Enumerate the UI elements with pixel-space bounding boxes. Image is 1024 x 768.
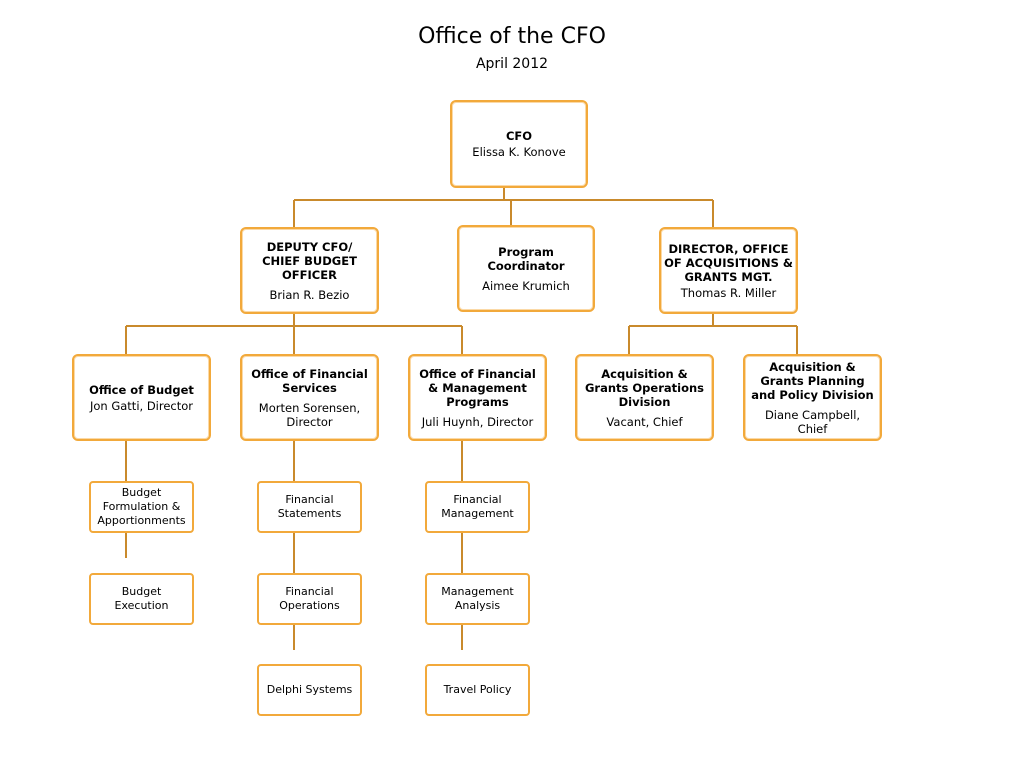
node-label: Budget Execution [114, 585, 169, 612]
node-title: Acquisition & Grants Operations Division [584, 366, 704, 409]
node-label: Financial Statements [277, 493, 342, 520]
node-name: Aimee Krumich [482, 278, 570, 293]
node-title: Acquisition & Grants Planning and Policy… [751, 359, 874, 402]
node-acquisition-grants-operations: Acquisition & Grants Operations Division… [575, 354, 714, 441]
node-title: Office of Budget [89, 382, 194, 397]
node-budget-execution: Budget Execution [89, 573, 194, 625]
node-name: Vacant, Chief [606, 414, 683, 429]
node-financial-operations: Financial Operations [257, 573, 362, 625]
node-name: Jon Gatti, Director [89, 398, 194, 413]
chart-title: Office of the CFO [418, 24, 606, 49]
node-director-acquisitions: DIRECTOR, OFFICE OF ACQUISITIONS & GRANT… [659, 227, 798, 314]
node-label: Budget Formulation & Apportionments [97, 486, 186, 527]
node-label: Management Analysis [441, 585, 514, 612]
node-title: CFO [505, 129, 533, 143]
node-name: Elissa K. Konove [472, 145, 566, 159]
node-financial-statements: Financial Statements [257, 481, 362, 533]
node-cfo: CFO Elissa K. Konove [450, 100, 588, 188]
node-label: Financial Operations [279, 585, 340, 612]
node-name: Diane Campbell, Chief [764, 407, 861, 436]
node-office-of-budget: Office of Budget Jon Gatti, Director [72, 354, 211, 441]
node-deputy-cfo: DEPUTY CFO/ CHIEF BUDGET OFFICER Brian R… [240, 227, 379, 314]
node-label: Financial Management [441, 493, 514, 520]
node-program-coordinator: Program Coordinator Aimee Krumich [457, 225, 595, 312]
node-name: Thomas R. Miller [680, 285, 777, 300]
node-label: Travel Policy [443, 683, 512, 696]
node-title: Program Coordinator [487, 244, 565, 273]
node-delphi-systems: Delphi Systems [257, 664, 362, 716]
node-office-financial-management-programs: Office of Financial & Management Program… [408, 354, 547, 441]
node-title: DIRECTOR, OFFICE OF ACQUISITIONS & GRANT… [664, 241, 793, 284]
node-name: Brian R. Bezio [269, 287, 350, 302]
node-title: Office of Financial Services [251, 366, 368, 395]
node-travel-policy: Travel Policy [425, 664, 530, 716]
node-title: Office of Financial & Management Program… [419, 366, 536, 409]
node-label: Delphi Systems [266, 683, 353, 696]
node-name: Juli Huynh, Director [421, 414, 534, 429]
node-name: Morten Sorensen, Director [258, 400, 361, 429]
node-budget-formulation: Budget Formulation & Apportionments [89, 481, 194, 533]
chart-subtitle: April 2012 [475, 56, 549, 72]
node-acquisition-grants-planning: Acquisition & Grants Planning and Policy… [743, 354, 882, 441]
node-financial-management: Financial Management [425, 481, 530, 533]
node-office-financial-services: Office of Financial Services Morten Sore… [240, 354, 379, 441]
node-management-analysis: Management Analysis [425, 573, 530, 625]
node-title: DEPUTY CFO/ CHIEF BUDGET OFFICER [262, 239, 357, 282]
